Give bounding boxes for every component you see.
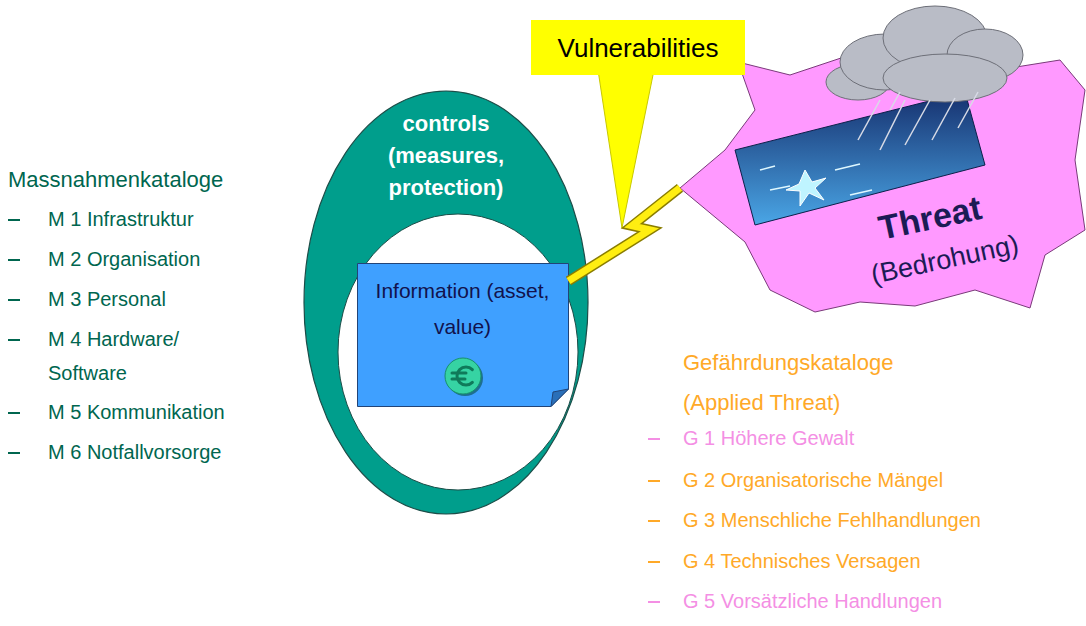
list-row: G 5 Vorsätzliche Handlungen: [648, 589, 942, 613]
catalogue-item: G 4 Technisches Versagen: [683, 549, 921, 573]
lightning-splash: [786, 170, 826, 206]
document-fold: [551, 389, 569, 407]
list-dash: [8, 299, 20, 301]
list-row: G 2 Organisatorische Mängel: [648, 468, 943, 492]
rain: [858, 100, 880, 140]
doc-text-block: Information (asset, value): [368, 273, 558, 345]
list-dash: [648, 601, 660, 603]
splash-streak: [760, 166, 775, 170]
bolt-connector-group: [569, 188, 681, 281]
list-dash: [648, 438, 660, 440]
euro-sign: [452, 367, 472, 385]
ring-text-block: controls (measures, protection): [351, 108, 541, 204]
storm-cloud: [883, 54, 1007, 102]
list-row: Massnahmenkataloge: [8, 166, 223, 194]
list-row: Gefährdungskataloge (Applied Threat): [683, 343, 943, 423]
list-dash: [648, 520, 660, 522]
document-page: [357, 264, 568, 407]
list-dash: [648, 480, 660, 482]
threat-outline: [680, 55, 1085, 312]
catalogue-item: M 6 Notfallvorsorge: [48, 440, 221, 464]
catalogue-item: M 3 Personal: [48, 287, 166, 311]
splash-streak: [835, 164, 860, 170]
catalogue-item: M 2 Organisation: [48, 247, 200, 271]
bolt-outline: [569, 188, 681, 281]
catalogue-item: M 4 Hardware/ Software: [48, 322, 198, 390]
splash-streak: [770, 186, 790, 190]
list-dash: [8, 259, 20, 261]
list-row: M 2 Organisation: [8, 247, 200, 271]
callout-pointer-shape: [598, 70, 654, 228]
catalogue-item: G 3 Menschliche Fehlhandlungen: [683, 508, 981, 532]
catalogue-heading: Massnahmenkataloge: [8, 166, 223, 194]
list-dash: [648, 561, 660, 563]
list-row: M 1 Infrastruktur: [8, 207, 194, 231]
callout-label: Vulnerabilities: [558, 32, 719, 64]
catalogue-item: G 1 Höhere Gewalt: [683, 426, 854, 450]
rain: [905, 100, 930, 145]
euro-coin: [445, 358, 481, 394]
ring-inner: [338, 214, 578, 490]
ring-outer: [304, 91, 588, 514]
list-dash: [8, 452, 20, 454]
list-row: M 5 Kommunikation: [8, 400, 225, 424]
controls-ring: Information (asset, value) controls (meas…: [303, 90, 589, 515]
controls-label: controls (measures, protection): [351, 108, 541, 204]
list-row: G 3 Menschliche Fehlhandlungen: [648, 508, 981, 532]
splash-streak: [850, 190, 872, 195]
list-row: M 4 Hardware/ Software: [8, 322, 198, 390]
catalogue-item: M 1 Infrastruktur: [48, 207, 194, 231]
asset-label: Information (asset, value): [368, 273, 558, 345]
rain: [932, 98, 955, 140]
list-dash: [8, 339, 20, 341]
rain: [958, 92, 978, 128]
list-row: M 3 Personal: [8, 287, 166, 311]
catalogue-item: M 5 Kommunikation: [48, 400, 225, 424]
asset-document: Information (asset, value): [357, 263, 569, 407]
catalogue-item: G 2 Organisatorische Mängel: [683, 468, 943, 492]
list-row: G 4 Technisches Versagen: [648, 549, 921, 573]
threat-blob: Threat(Bedrohung): [680, 50, 1086, 315]
rain: [880, 100, 905, 150]
list-dash: [8, 219, 20, 221]
list-dash: [8, 412, 20, 414]
list-row: G 1 Höhere Gewalt: [648, 426, 854, 450]
callout-box: Vulnerabilities: [531, 20, 745, 75]
catalogue-item: G 5 Vorsätzliche Handlungen: [683, 589, 942, 613]
rain: [890, 92, 900, 110]
list-row: M 6 Notfallvorsorge: [8, 440, 221, 464]
lightning-bolt: [569, 188, 681, 281]
catalogue-heading: Gefährdungskataloge (Applied Threat): [683, 343, 943, 423]
